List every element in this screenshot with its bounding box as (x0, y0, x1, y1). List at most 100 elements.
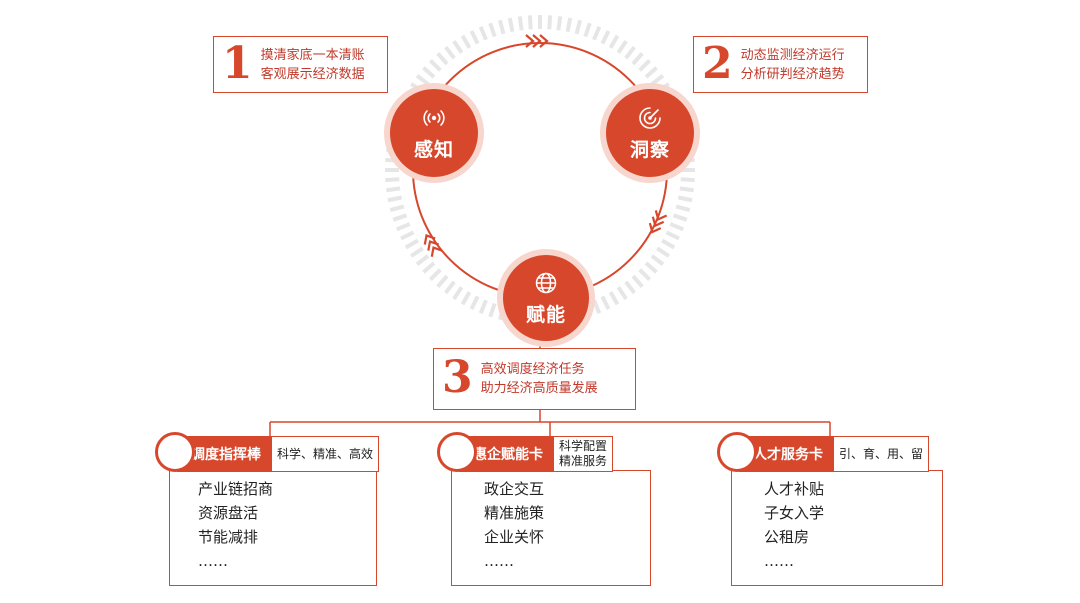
ring-tick (452, 40, 464, 54)
ring-tick (600, 30, 611, 45)
ring-tick (574, 19, 583, 35)
ring-tick (410, 246, 424, 258)
ring-tick (600, 295, 611, 310)
ring-tick (644, 261, 658, 274)
ring-tick (478, 26, 488, 41)
node-label: 洞察 (629, 138, 670, 161)
ring-tick (488, 302, 497, 318)
ring-tick (396, 222, 411, 232)
ring-tick (592, 299, 602, 314)
ring-tick (644, 66, 658, 79)
card-tag-line: 科学配置 (559, 439, 608, 453)
ring-tick (392, 213, 408, 222)
ring-tick (389, 204, 405, 213)
ring-tick (638, 268, 652, 282)
ring-tick (400, 230, 415, 241)
list-item: 政企交互 (484, 480, 545, 498)
callout-number: 1 (222, 37, 253, 89)
ring-tick (460, 34, 472, 49)
ring-tick (675, 204, 691, 213)
card-badge-circle (717, 432, 757, 472)
ring-tick (624, 45, 636, 60)
callout-line: 摸清家底一本清账 (260, 47, 365, 63)
ring-tick (422, 261, 436, 274)
callout-1: 1 摸清家底一本清账 客观展示经济数据 (213, 36, 388, 93)
node-label: 感知 (413, 138, 454, 161)
node-insight: 洞察 (600, 83, 700, 183)
ring-tick (661, 238, 676, 250)
ring-tick (592, 26, 602, 41)
ring-tick (650, 74, 665, 86)
ring-tick (638, 58, 652, 72)
node-empower: 赋能 (497, 249, 595, 347)
ring-tick (608, 291, 620, 306)
ring-tick (428, 268, 442, 282)
list-item: 产业链招商 (198, 480, 274, 498)
ring-tick (669, 222, 684, 232)
cycle-arrow-left (423, 234, 443, 257)
ring-tick (608, 34, 620, 49)
callout-3: 3 高效调度经济任务 助力经济高质量发展 (433, 348, 636, 410)
callout-number: 3 (442, 352, 473, 403)
ring-tick (583, 22, 592, 38)
list-item: …… (198, 552, 228, 570)
ring-tick (672, 213, 688, 222)
ring-tick (631, 52, 644, 66)
node-perceive: 感知 (384, 83, 484, 183)
ring-tick (517, 16, 524, 31)
list-item: 企业关怀 (484, 528, 545, 546)
ring-tick (387, 195, 403, 203)
ring-tick (656, 246, 670, 258)
ring-tick (616, 286, 628, 300)
ring-tick (452, 286, 464, 300)
callout-number: 2 (702, 37, 733, 89)
card-enterprise: 政企交互 精准施策 企业关怀 …… 惠企赋能卡 科学配置 精准服务 (434, 432, 656, 592)
card-body: 产业链招商 资源盘活 节能减排 …… (169, 470, 377, 586)
radar-icon (639, 106, 661, 129)
ring-tick (624, 280, 636, 295)
callout-line: 高效调度经济任务 (480, 362, 585, 377)
card-header: 惠企赋能卡 科学配置 精准服务 (459, 436, 614, 472)
card-header: 人才服务卡 引、育、用、留 (739, 436, 930, 472)
ring-tick (616, 40, 628, 54)
card-body: 人才补贴 子女入学 公租房 …… (731, 470, 943, 586)
callout-2: 2 动态监测经济运行 分析研判经济趋势 (693, 36, 868, 93)
signal-icon (423, 109, 445, 126)
ring-tick (527, 15, 533, 30)
card-tag-line: 引、育、用、留 (839, 446, 924, 461)
ring-tick (677, 195, 693, 203)
ring-tick (488, 22, 497, 38)
list-item: 人才补贴 (764, 480, 825, 498)
list-item: 公租房 (764, 528, 810, 546)
ring-tick (478, 299, 488, 314)
card-header: 调度指挥棒 科学、精准、高效 (177, 436, 380, 472)
ring-tick (444, 280, 456, 295)
ring-tick (415, 254, 430, 266)
list-item: 节能减排 (198, 528, 259, 546)
card-badge-circle (437, 432, 477, 472)
card-body: 政企交互 精准施策 企业关怀 …… (451, 470, 651, 586)
list-item: …… (764, 552, 794, 570)
card-tag: 科学配置 精准服务 (553, 436, 614, 472)
ring-tick (404, 238, 419, 250)
card-tag-line: 科学、精准、高效 (277, 446, 374, 461)
list-item: …… (484, 552, 514, 570)
callout-line: 动态监测经济运行 (740, 47, 845, 63)
ring-tick (665, 230, 680, 241)
ring-tick (422, 66, 436, 79)
ring-tick (460, 291, 472, 306)
node-label: 赋能 (525, 303, 566, 326)
ring-tick (650, 254, 665, 266)
callout-line: 分析研判经济趋势 (740, 66, 845, 82)
ring-tick (436, 52, 449, 66)
ring-tick (507, 17, 515, 33)
ring-tick (679, 186, 694, 193)
ring-tick (556, 16, 563, 31)
card-dispatch: 产业链招商 资源盘活 节能减排 …… 调度指挥棒 科学、精准、高效 (152, 432, 380, 592)
ring-tick (385, 177, 400, 183)
card-tag-line: 精准服务 (559, 454, 608, 468)
ring-tick (415, 74, 430, 86)
ring-tick (428, 58, 442, 72)
ring-tick (469, 30, 480, 45)
ring-tick (436, 274, 449, 288)
